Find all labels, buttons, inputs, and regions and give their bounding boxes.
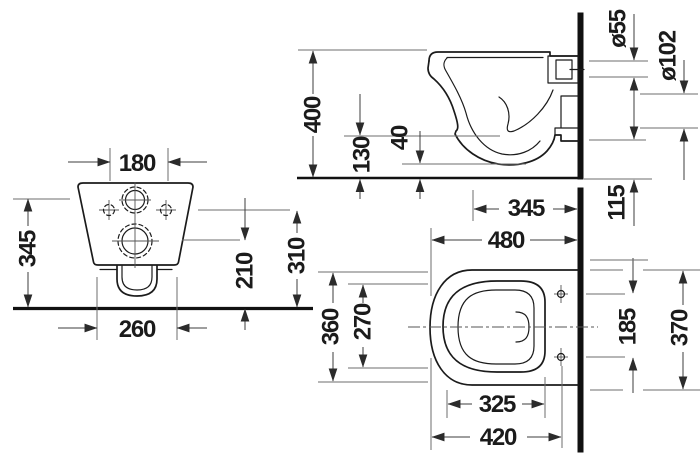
- dim-label-side-115: 115: [604, 185, 631, 221]
- plan-fixing-hole-top: [554, 285, 568, 303]
- dim-front-310: 310: [198, 209, 311, 308]
- dim-side-115: 115: [584, 139, 652, 226]
- plan-bowl-opening: [457, 289, 535, 365]
- dim-label-side-outlet-diameter: ø102: [655, 30, 682, 81]
- dim-label-front-260: 260: [119, 316, 156, 343]
- front-fixing-hole-left: [99, 200, 119, 220]
- front-outlet-pipe-outer: [116, 265, 158, 297]
- front-body-outline: [77, 182, 194, 266]
- dim-plan-270: 270: [348, 283, 428, 369]
- dim-front-260: 260: [58, 277, 207, 343]
- side-view: 400 130 40 345 ø55: [298, 9, 698, 226]
- dim-side-400: 400: [298, 49, 427, 178]
- front-view: 180 345 310 210 260: [13, 148, 311, 343]
- dim-label-plan-360: 360: [318, 308, 345, 345]
- dim-front-345: 345: [13, 198, 70, 308]
- dim-label-side-130: 130: [349, 136, 376, 173]
- dim-label-plan-185: 185: [615, 308, 642, 345]
- dim-plan-420: 420: [431, 366, 563, 451]
- dim-plan-480: 480: [430, 227, 578, 450]
- dim-label-plan-370: 370: [667, 309, 694, 346]
- dim-label-front-345: 345: [15, 230, 42, 267]
- dim-plan-185: 185: [586, 258, 642, 393]
- dim-front-210: 210: [182, 198, 259, 330]
- side-bowl-inner: [443, 57, 541, 156]
- dim-front-180: 180: [68, 148, 207, 181]
- front-outlet-pipe-inner: [121, 265, 153, 291]
- dim-label-side-345: 345: [508, 195, 545, 222]
- dim-label-side-inlet-diameter: ø55: [605, 9, 632, 48]
- front-fixing-hole-right: [156, 200, 176, 220]
- side-drain-connector: [554, 95, 579, 136]
- dim-side-130: 130: [344, 94, 500, 199]
- dim-side-345: 345: [472, 190, 578, 222]
- plan-view: 480 360 270 325: [318, 227, 700, 451]
- dim-side-40: 40: [387, 125, 526, 199]
- plan-body-outline: [429, 269, 579, 386]
- side-trapway-line: [498, 89, 554, 133]
- dim-label-side-40: 40: [387, 125, 414, 150]
- side-body-outline: [428, 51, 579, 62]
- dim-label-front-210: 210: [232, 252, 259, 289]
- dim-side-dia55: ø55: [589, 9, 648, 140]
- plan-seat-outline: [442, 280, 546, 373]
- side-bowl-underside: [427, 60, 579, 166]
- wall-and-floor-lines: [13, 12, 584, 453]
- plan-fixing-hole-bottom: [554, 348, 568, 366]
- dim-plan-325: 325: [446, 377, 546, 418]
- dim-side-dia102: ø102: [640, 30, 698, 180]
- dim-label-plan-420: 420: [480, 424, 517, 451]
- wall-line-side-view: [577, 12, 584, 180]
- wall-line-plan-view: [577, 187, 584, 453]
- dim-label-front-310: 310: [284, 237, 311, 274]
- dim-label-plan-480: 480: [488, 227, 525, 254]
- dim-label-front-180: 180: [119, 150, 156, 177]
- dim-label-plan-270: 270: [350, 303, 377, 340]
- dim-label-side-400: 400: [300, 96, 327, 133]
- dim-label-plan-325: 325: [479, 391, 516, 418]
- dim-plan-370: 370: [590, 259, 700, 391]
- dim-plan-360: 360: [318, 271, 428, 383]
